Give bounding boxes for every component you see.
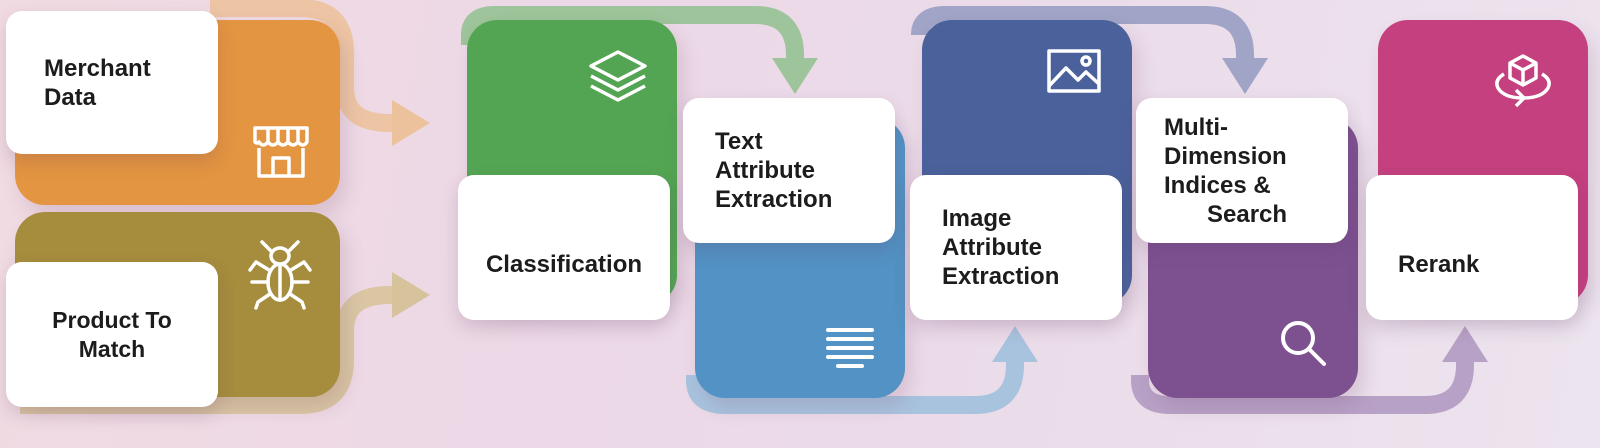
arrow-head-text [992,326,1038,362]
text-extraction-label-line-2: Attribute [715,157,815,184]
image-extraction-label-line-2: Attribute [942,234,1042,261]
product-to-match-card: Product To Match [6,262,218,407]
arrow-head-image [1222,58,1268,94]
product-to-match-label-line-2: Match [78,335,146,362]
rerank-card: Rerank [1366,175,1578,320]
classification-card: Classification [458,175,670,320]
arrow-head-merchant [392,100,430,146]
text-extraction-label-line-3: Extraction [715,186,833,213]
product-to-match-label-line-1: Product To [52,306,172,333]
arrow-merchant-to-classification [210,0,399,132]
search-icon [1278,318,1328,368]
storefront-icon [251,124,311,180]
classification-label: Classification [485,251,643,278]
rerank-label: Rerank [1398,251,1480,278]
multi-dimension-search-card: Multi- Dimension Indices & Search [1136,98,1348,243]
spider-icon [248,240,312,310]
search-label-line-3: Indices & [1164,171,1271,199]
arrow-head-search [1442,326,1488,362]
text-lines-icon [824,326,876,370]
layers-icon [587,48,649,108]
merchant-data-label-line-2: Data [44,83,97,111]
merchant-data-label-line-1: Merchant [44,54,151,82]
arrow-head-product [392,272,430,318]
arrow-classification-to-text [461,6,804,64]
rotating-cube-icon [1492,52,1554,110]
search-label-line-1: Multi- [1164,113,1228,141]
arrow-search-to-rerank [1131,356,1474,414]
search-label-line-4: Search [1207,200,1288,228]
text-extraction-label-line-1: Text [715,128,763,155]
image-extraction-label-line-1: Image [942,205,1012,232]
arrow-text-to-image [686,356,1024,414]
image-attribute-extraction-card: Image Attribute Extraction [910,175,1122,320]
arrow-product-to-classification [20,286,399,414]
image-icon [1046,48,1102,94]
arrow-image-to-search [911,6,1254,64]
image-extraction-label-line-3: Extraction [942,263,1060,290]
text-attribute-extraction-card: Text Attribute Extraction [683,98,895,243]
arrow-head-classification [772,58,818,94]
search-label-line-2: Dimension [1164,142,1287,170]
merchant-data-card: Merchant Data [6,11,218,154]
